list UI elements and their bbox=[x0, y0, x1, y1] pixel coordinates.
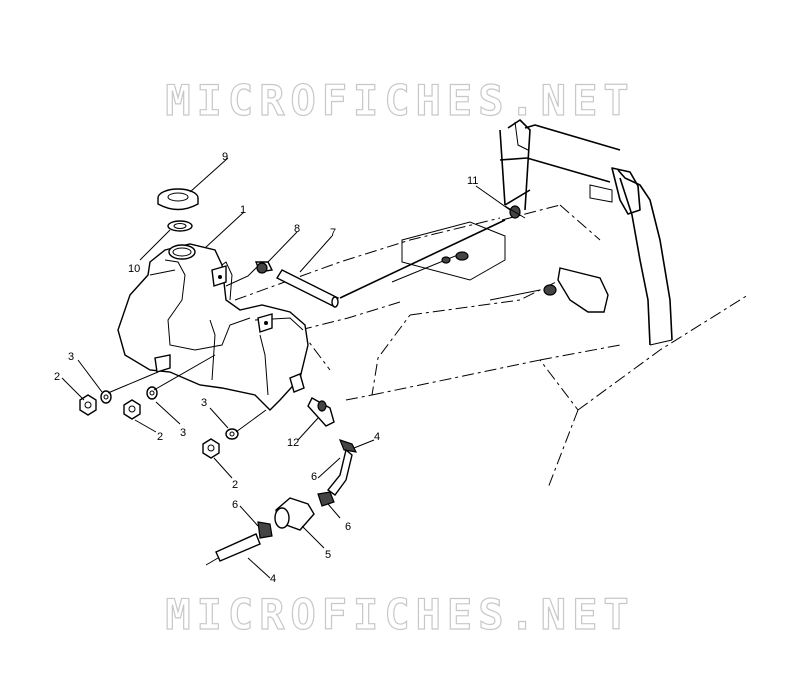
outlet-elbow bbox=[307, 397, 335, 427]
callout-2c: 2 bbox=[232, 479, 238, 491]
callout-3c: 3 bbox=[201, 397, 207, 409]
hose-lead-line bbox=[205, 557, 219, 566]
vent-dashline bbox=[225, 265, 259, 287]
nut-washer-set-3 bbox=[202, 428, 239, 459]
nut-washer-set-1 bbox=[79, 390, 112, 416]
callout-2b: 2 bbox=[157, 431, 163, 443]
callout-3a: 3 bbox=[68, 351, 74, 363]
callout-6c: 6 bbox=[232, 499, 238, 511]
cap-seal bbox=[167, 220, 193, 232]
bolt-line-2 bbox=[153, 354, 216, 391]
fuel-hose-upper bbox=[326, 448, 353, 496]
callout-8: 8 bbox=[294, 223, 300, 235]
callout-4a: 4 bbox=[374, 431, 380, 443]
callout-4b: 4 bbox=[270, 573, 276, 585]
vent-fitting bbox=[254, 261, 274, 274]
nut-washer-set-2 bbox=[123, 386, 158, 420]
callout-9: 9 bbox=[222, 151, 228, 163]
callouts: 9 1 10 8 7 11 3 2 2 3 3 2 12 4 6 6 6 5 4 bbox=[54, 151, 478, 585]
fuel-tank bbox=[117, 243, 309, 411]
callout-11: 11 bbox=[467, 175, 478, 187]
watermark-bottom: MICROFICHES.NET bbox=[165, 589, 635, 639]
rear-bracket bbox=[489, 267, 609, 313]
leader-lines bbox=[61, 157, 511, 579]
callout-2a: 2 bbox=[54, 371, 60, 383]
fuel-hose-lower bbox=[215, 533, 261, 562]
callout-6a: 6 bbox=[311, 471, 317, 483]
watermark-top: MICROFICHES.NET bbox=[165, 75, 635, 125]
hose-clamp-middle bbox=[317, 491, 335, 507]
bolt-line-1 bbox=[107, 371, 159, 394]
hose-clamp-lower bbox=[257, 521, 273, 539]
bolt-line-3 bbox=[235, 409, 267, 433]
callout-1: 1 bbox=[240, 204, 246, 216]
callout-3b: 3 bbox=[180, 427, 186, 439]
mount-rod bbox=[339, 219, 506, 299]
hose-clamp-upper bbox=[338, 439, 358, 453]
vent-hose bbox=[275, 269, 340, 308]
callout-6b: 6 bbox=[345, 521, 351, 533]
callout-10: 10 bbox=[128, 263, 140, 275]
callout-7: 7 bbox=[330, 227, 336, 239]
callout-12: 12 bbox=[287, 437, 299, 449]
fuel-filter bbox=[274, 497, 315, 531]
callout-5: 5 bbox=[325, 549, 331, 561]
fuel-cap bbox=[157, 188, 199, 211]
frame-structure bbox=[234, 119, 749, 489]
frame-fastener bbox=[504, 205, 526, 219]
